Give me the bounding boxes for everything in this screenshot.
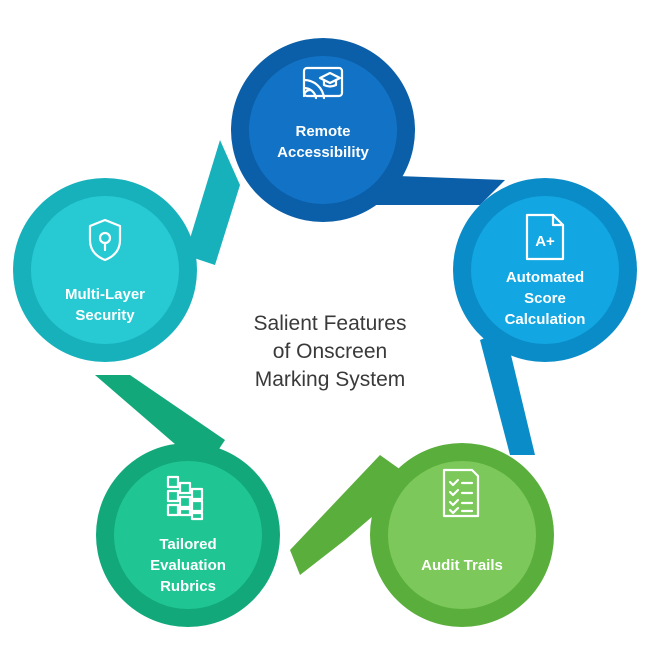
connector-audit-to-rubrics: [290, 455, 415, 575]
shield-lock-icon: [88, 218, 122, 262]
center-title: Salient Features of Onscreen Marking Sys…: [254, 312, 407, 391]
center-title-line3: Marking System: [255, 368, 406, 391]
feature-automated-score-calculation: A+ Automated Score Calculation: [453, 178, 637, 362]
feature-security-label-line2: Security: [75, 307, 135, 324]
feature-score-inner-circle: [471, 196, 619, 344]
feature-audit-label-line1: Audit Trails: [421, 557, 503, 574]
feature-rubrics-label-line2: Evaluation: [150, 557, 226, 574]
connector-score-to-audit: [480, 330, 535, 455]
feature-rubrics-label-line1: Tailored: [159, 536, 216, 553]
feature-audit-trails: Audit Trails: [370, 443, 554, 627]
grid-blocks-icon: [166, 475, 204, 521]
checklist-document-icon: [442, 468, 480, 518]
svg-text:A+: A+: [535, 233, 555, 250]
connector-security-to-remote: [185, 140, 240, 265]
feature-score-label-line3: Calculation: [505, 311, 586, 328]
feature-remote-label-line2: Accessibility: [277, 144, 369, 161]
feature-score-label-line2: Score: [524, 290, 566, 307]
feature-remote-inner-circle: [249, 56, 397, 204]
feature-security-inner-circle: [31, 196, 179, 344]
feature-rubrics-inner-circle: [114, 461, 262, 609]
feature-audit-inner-circle: [388, 461, 536, 609]
grade-document-icon: A+: [525, 213, 565, 261]
center-title-line1: Salient Features: [254, 312, 407, 335]
feature-multi-layer-security: Multi-Layer Security: [13, 178, 197, 362]
feature-score-label-line1: Automated: [506, 269, 584, 286]
center-title-line2: of Onscreen: [273, 340, 387, 363]
remote-screen-icon: [302, 66, 344, 100]
feature-remote-accessibility: Remote Accessibility: [231, 38, 415, 222]
feature-remote-label-line1: Remote: [295, 123, 350, 140]
feature-rubrics-label-line3: Rubrics: [160, 578, 216, 595]
feature-tailored-evaluation-rubrics: Tailored Evaluation Rubrics: [96, 443, 280, 627]
feature-security-label-line1: Multi-Layer: [65, 286, 145, 303]
